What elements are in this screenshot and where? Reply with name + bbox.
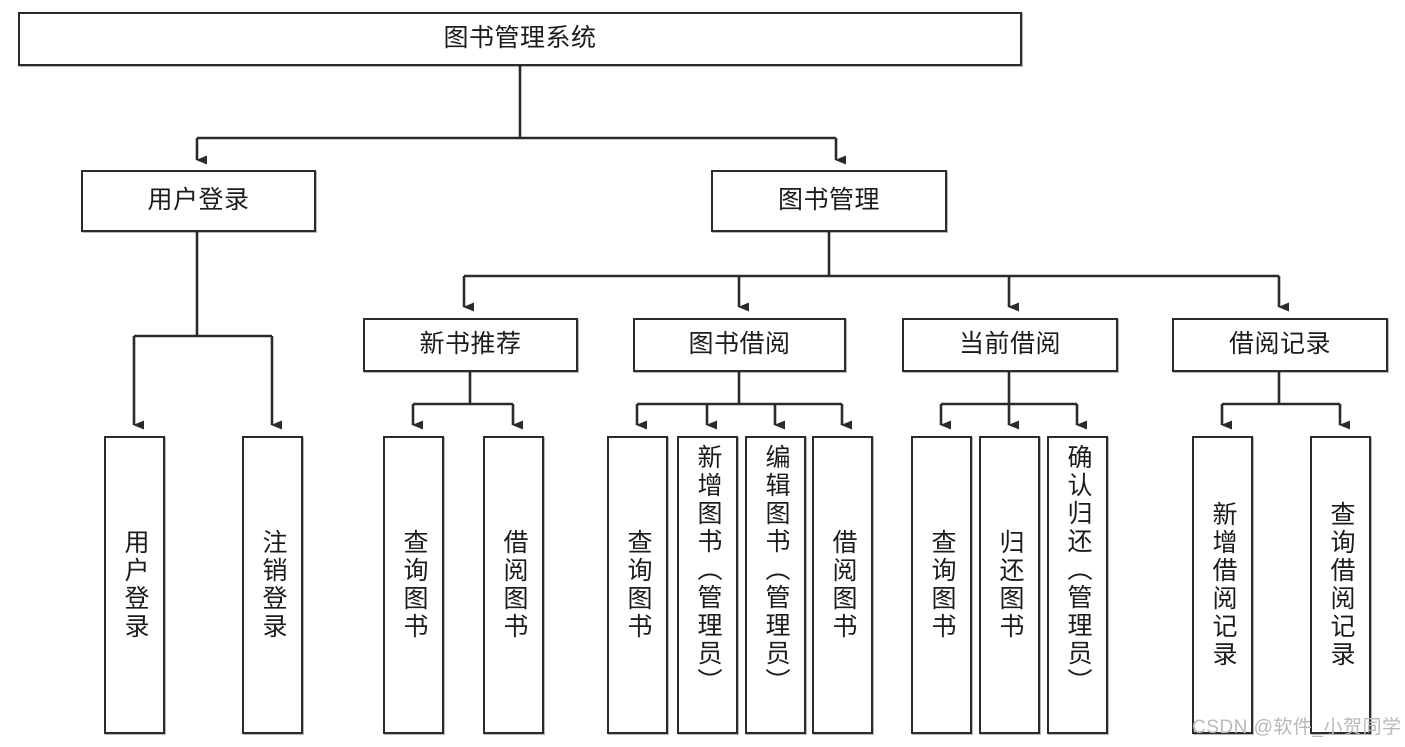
- node-label: 借阅图书: [829, 529, 857, 641]
- node-borrow-record[interactable]: 借阅记录: [1172, 318, 1388, 372]
- node-book-borrow[interactable]: 图书借阅: [633, 318, 846, 372]
- leaf-record-query-borrow-record[interactable]: 查询借阅记录: [1310, 436, 1371, 734]
- node-user-login[interactable]: 用户登录: [81, 170, 316, 232]
- node-label: 图书管理: [777, 186, 880, 215]
- node-label: 归还图书: [996, 529, 1024, 641]
- leaf-current-confirm-return-admin[interactable]: 确认归还（管理员）: [1047, 436, 1108, 734]
- node-label: 新书推荐: [419, 330, 522, 359]
- leaf-borrow-edit-book-admin[interactable]: 编辑图书（管理员）: [745, 436, 806, 734]
- node-label: 当前借阅: [958, 330, 1061, 359]
- node-label: 查询图书: [400, 529, 428, 641]
- csdn-watermark: CSDN @软件_小贺同学: [1192, 717, 1402, 738]
- node-label: 确认归还（管理员）: [1064, 444, 1092, 696]
- node-label: 查询图书: [624, 529, 652, 641]
- node-label: 编辑图书（管理员）: [762, 444, 790, 696]
- leaf-current-return-book[interactable]: 归还图书: [979, 436, 1040, 734]
- leaf-current-query-book[interactable]: 查询图书: [911, 436, 972, 734]
- leaf-record-add-borrow-record[interactable]: 新增借阅记录: [1192, 436, 1253, 734]
- node-new-book-recommend[interactable]: 新书推荐: [363, 318, 578, 372]
- node-label: 注销登录: [259, 529, 287, 641]
- node-label: 用户登录: [121, 529, 149, 641]
- node-label: 用户登录: [147, 186, 250, 215]
- node-label: 图书管理系统: [443, 24, 597, 53]
- leaf-borrow-add-book-admin[interactable]: 新增图书（管理员）: [677, 436, 738, 734]
- node-label: 图书借阅: [688, 330, 791, 359]
- leaf-borrow-borrow-book[interactable]: 借阅图书: [812, 436, 873, 734]
- node-current-borrow[interactable]: 当前借阅: [902, 318, 1118, 372]
- leaf-user-login-login[interactable]: 用户登录: [104, 436, 165, 734]
- node-book-management[interactable]: 图书管理: [711, 170, 947, 232]
- node-label: 查询图书: [928, 529, 956, 641]
- node-label: 借阅记录: [1228, 330, 1331, 359]
- node-label: 借阅图书: [500, 529, 528, 641]
- node-label: 新增图书（管理员）: [694, 444, 722, 696]
- leaf-recommend-query-book[interactable]: 查询图书: [383, 436, 444, 734]
- leaf-borrow-query-book[interactable]: 查询图书: [607, 436, 668, 734]
- node-label: 查询借阅记录: [1327, 501, 1355, 669]
- node-label: 新增借阅记录: [1209, 501, 1237, 669]
- leaf-user-login-logout[interactable]: 注销登录: [242, 436, 303, 734]
- leaf-recommend-borrow-book[interactable]: 借阅图书: [483, 436, 544, 734]
- node-root-system[interactable]: 图书管理系统: [18, 12, 1022, 66]
